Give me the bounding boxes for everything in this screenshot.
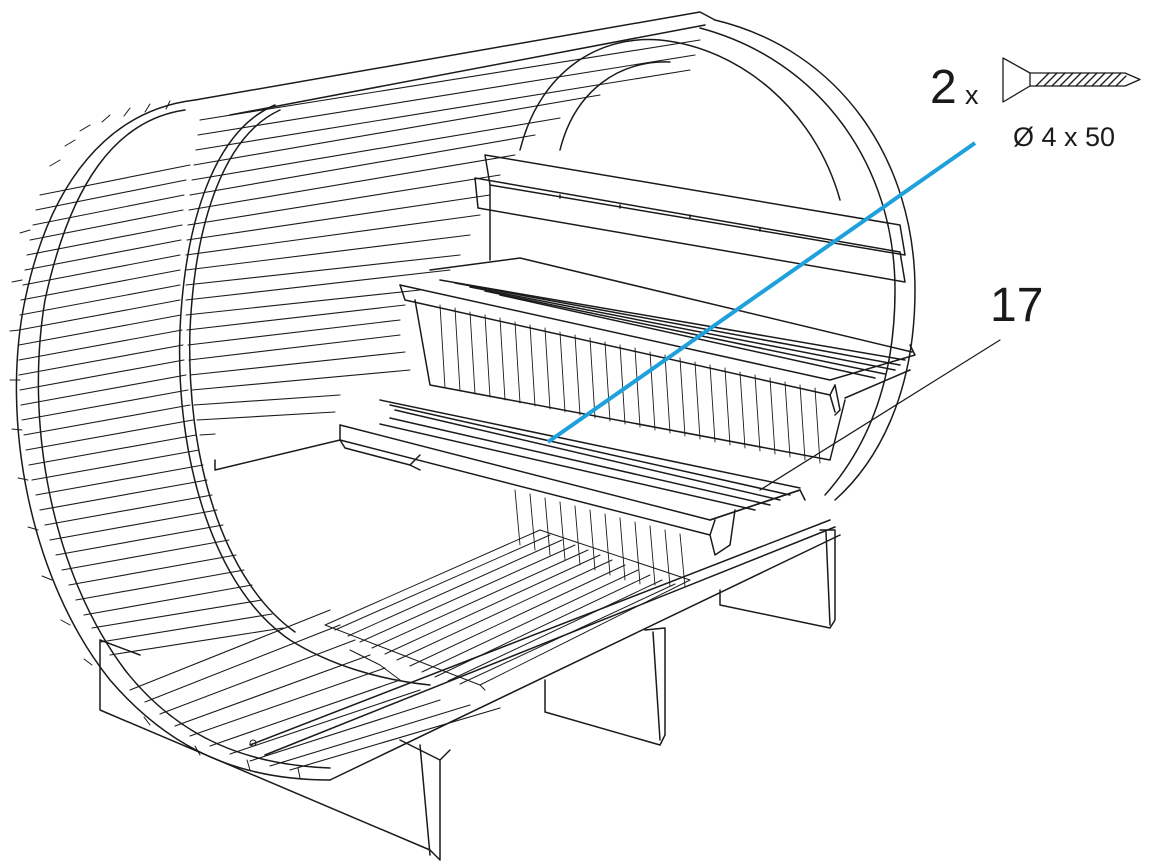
screw-spec-label: Ø 4 x 50 [1013, 122, 1116, 152]
countersunk-screw-icon [1002, 57, 1141, 103]
upper-bench [399, 257, 916, 461]
barrel-staves [18, 39, 701, 771]
backrest [474, 154, 906, 283]
screw-pointer-line [546, 141, 977, 444]
barrel-shell [15, 11, 916, 781]
screw-quantity: 2 [930, 61, 957, 114]
lower-bench-front-slats [514, 489, 686, 588]
part-number-label: 17 [990, 279, 1044, 332]
support-cradles [99, 529, 836, 861]
rim-beads [9, 100, 301, 779]
floor-grating [324, 529, 691, 691]
lower-bench [214, 399, 806, 556]
screw-multiplier: x [965, 80, 979, 110]
upper-bench-front-slats [439, 304, 821, 464]
part-17-leader [759, 339, 1001, 491]
